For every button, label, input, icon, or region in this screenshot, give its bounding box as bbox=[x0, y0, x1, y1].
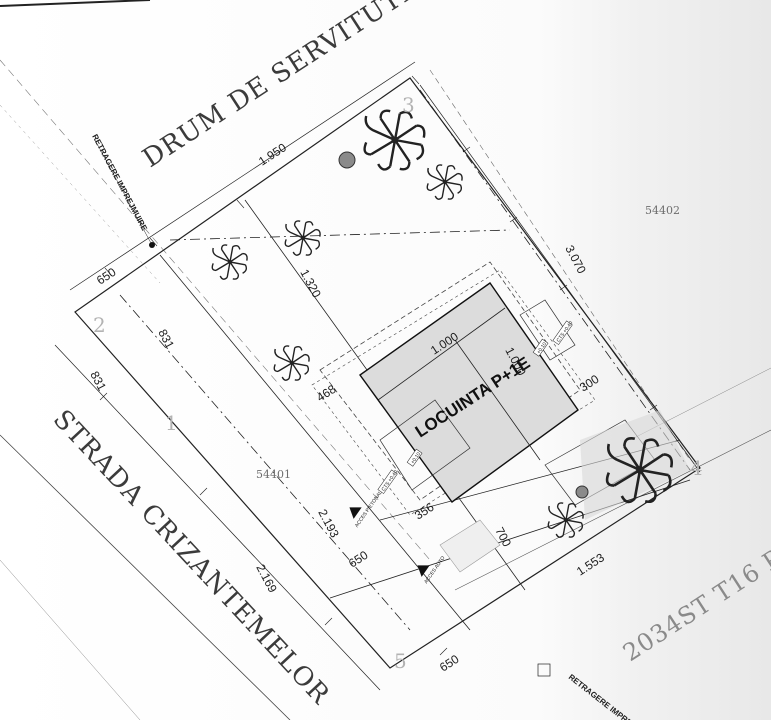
dim-831-a: 831 bbox=[155, 327, 177, 352]
dim-1950: 1.950 bbox=[256, 140, 289, 168]
dim-650-bottom: 650 bbox=[437, 652, 462, 675]
dim-831-b: 831 bbox=[87, 369, 109, 394]
access-pedestrian-marker: ACCES PIETONAL bbox=[349, 490, 384, 529]
elevation-tag-1: CTS +0.40 bbox=[377, 469, 399, 494]
setback-bottom-label: RETRAGERE IMPREJMUIRE bbox=[567, 672, 658, 720]
dim-2193: 2.193 bbox=[315, 507, 342, 540]
dim-3070: 3.070 bbox=[562, 243, 589, 276]
corner-3: 3 bbox=[402, 93, 415, 117]
corner-2: 2 bbox=[93, 313, 106, 337]
dim-468: 468 bbox=[314, 382, 339, 405]
dim-356: 356 bbox=[412, 500, 437, 523]
dim-1553: 1.553 bbox=[574, 550, 607, 578]
cadastral-reference: 2034ST T16 P43 bbox=[618, 526, 771, 667]
plot-parcel-number: 54401 bbox=[256, 468, 291, 481]
corner-5: 5 bbox=[394, 649, 407, 673]
neighbor-parcel-number: 54402 bbox=[645, 204, 680, 217]
corner-1: 1 bbox=[165, 411, 178, 435]
corner-4: 4 bbox=[690, 456, 703, 480]
dim-300: 300 bbox=[577, 372, 602, 395]
access-auto-label: ACCES AUTO bbox=[423, 555, 446, 585]
dim-1320: 1.320 bbox=[297, 267, 324, 300]
dim-650-mid: 650 bbox=[346, 548, 371, 571]
elevation-tag-3: CTS +0.40 bbox=[552, 320, 574, 345]
dim-2169: 2.169 bbox=[253, 562, 280, 595]
house-footprint bbox=[359, 282, 579, 503]
